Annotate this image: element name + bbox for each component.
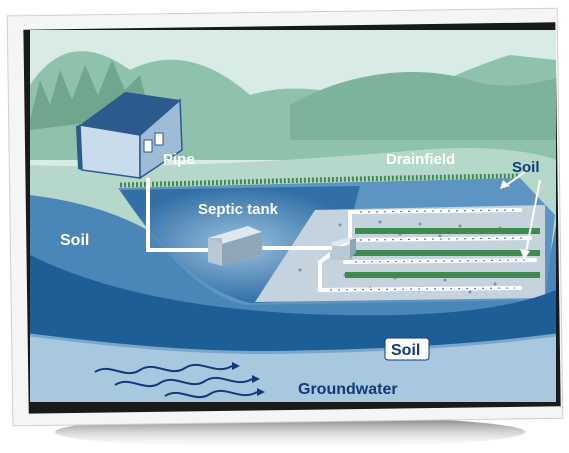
water-flow-arrowheads [232,362,265,396]
distribution-box [330,237,356,260]
pipe-perforations [329,209,531,291]
groundwater-surface [30,333,556,355]
label-drainfield: Drainfield [386,151,455,168]
water-flow-icon [94,363,258,399]
label-soil-right: Soil [512,159,540,176]
grass-edge [119,173,521,188]
label-groundwater: Groundwater [298,381,398,398]
label-pipe: Pipe [163,151,195,168]
label-soil-boxed: Soil [391,342,420,359]
septic-tank-box [208,226,262,266]
drainfield-grass [345,228,540,278]
house-icon [76,92,183,180]
label-soil-left: Soil [60,232,89,249]
arrow-left-icon [500,171,526,189]
arrow-down-icon [520,179,541,260]
right-hills [290,72,556,140]
illustration [30,30,556,402]
house-pipe [146,178,210,252]
label-septic-tank: Septic tank [198,201,279,218]
soil-label-box [384,337,430,361]
